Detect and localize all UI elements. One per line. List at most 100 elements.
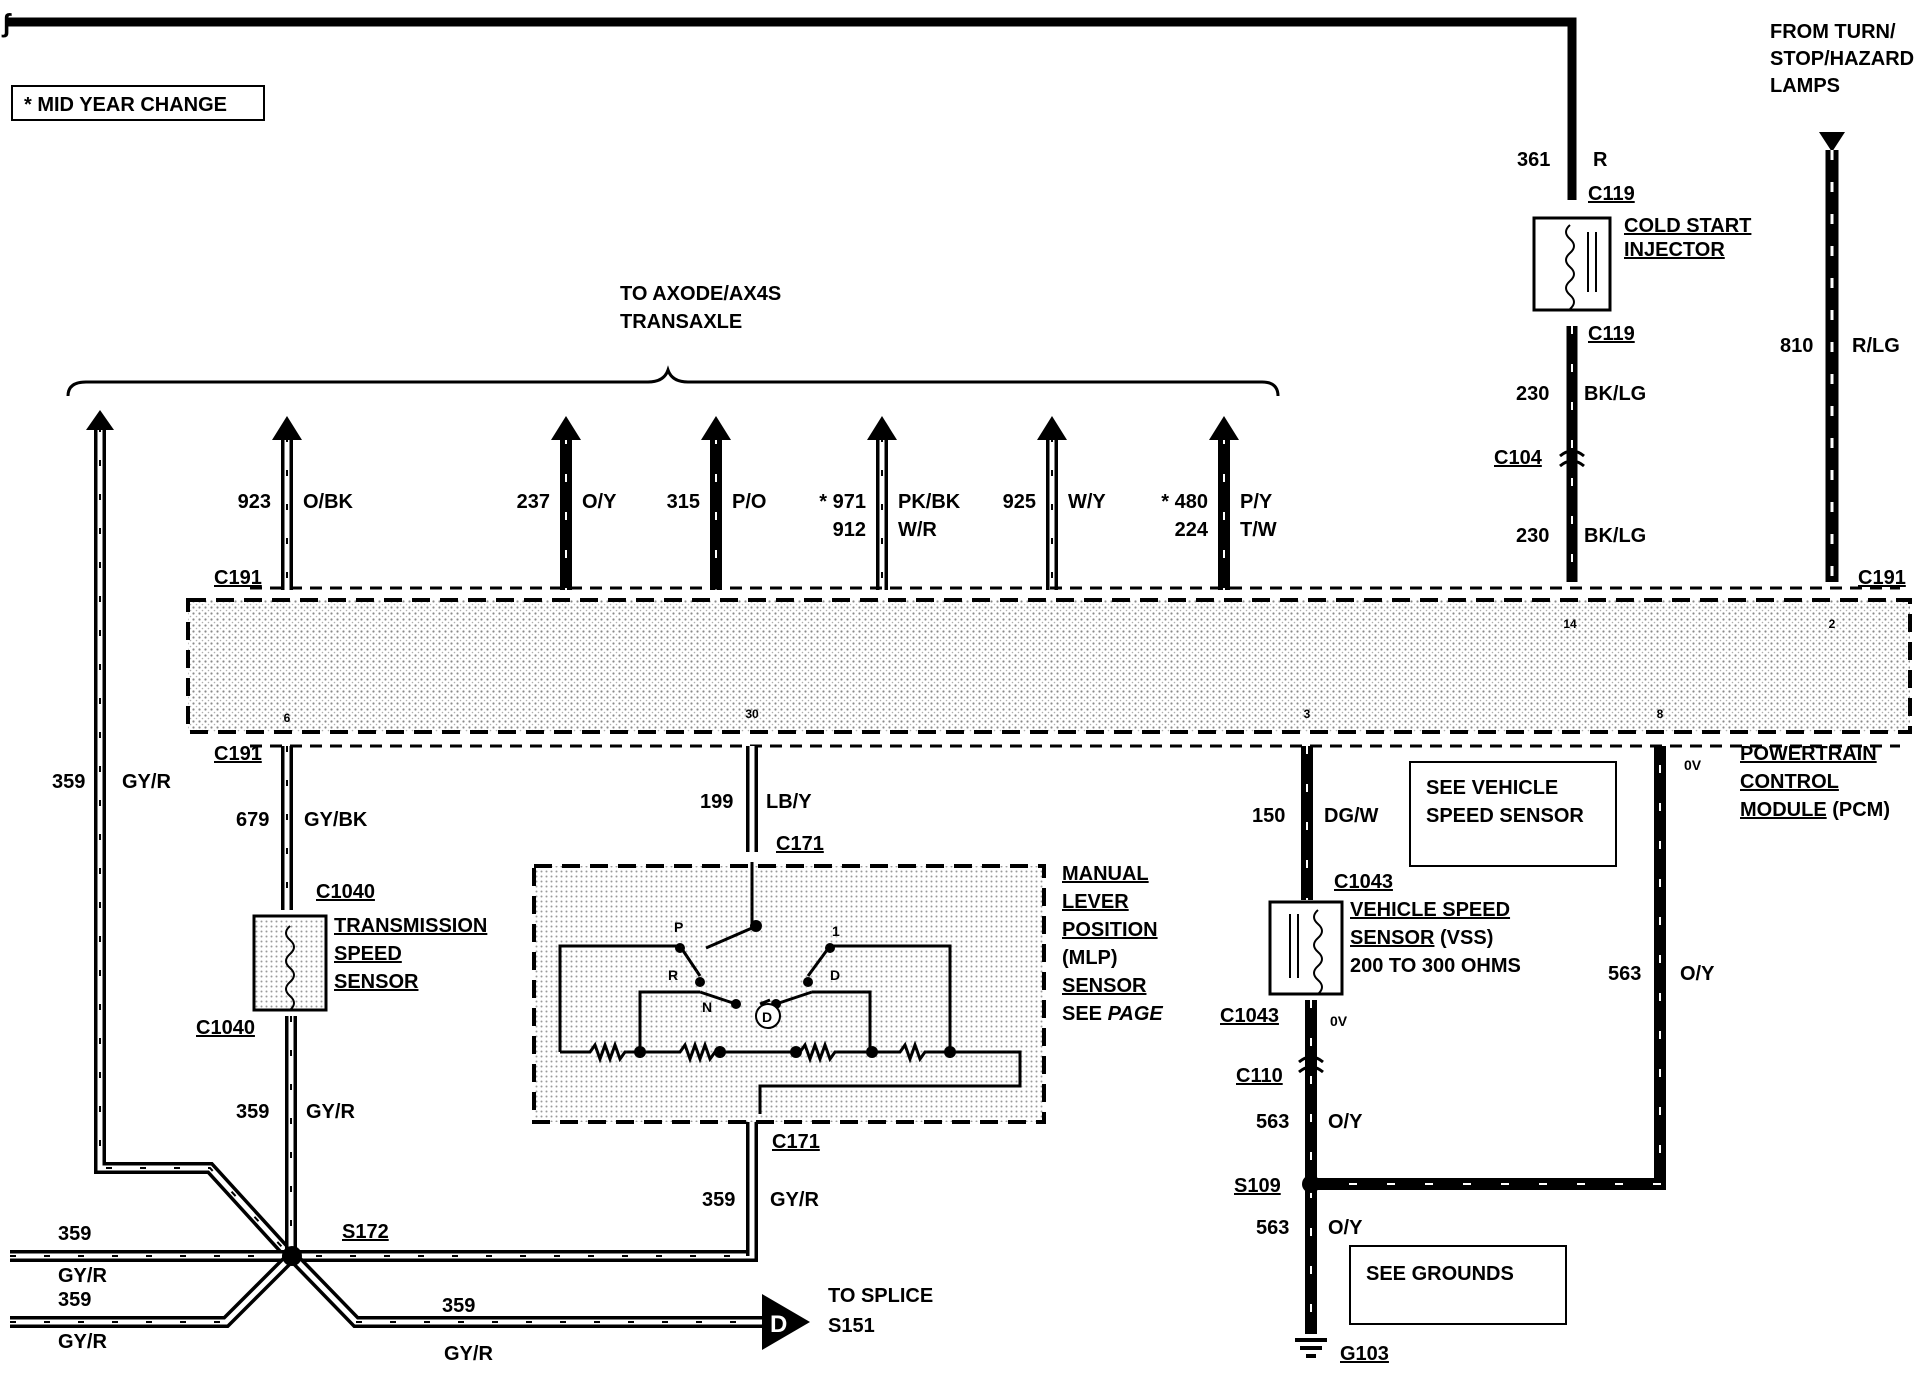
top-wire-color: O/BK [303, 491, 354, 513]
wire-679-color: GY/BK [304, 809, 368, 831]
top-wire-color: W/Y [1068, 491, 1106, 513]
wire-arrow-icon [1037, 416, 1067, 440]
pcm-pin-2: 2 [1829, 617, 1836, 631]
top-wire-color-2: W/R [898, 519, 937, 541]
mlp-node [731, 999, 741, 1009]
connector-c191-bottom-left: C191 [214, 743, 262, 765]
wire-arrow-icon [272, 416, 302, 440]
wire-230b-circuit: 230 [1516, 525, 1549, 547]
cold-start-label-1: COLD START [1624, 215, 1751, 237]
pcm-pin-3: 3 [1304, 707, 1311, 721]
pcm-pin-14: 14 [1563, 617, 1577, 631]
wire-361: ʃ [1, 8, 1577, 200]
mlp-node [675, 943, 685, 953]
connector-c1040-top: C1040 [316, 881, 375, 903]
mlp-position-r: R [668, 967, 678, 983]
top-wire-color: P/Y [1240, 491, 1273, 513]
cold-start-label-2: INJECTOR [1624, 239, 1725, 261]
wire-359-l2-color: GY/R [58, 1331, 107, 1353]
wire-359-tss-color: GY/R [306, 1101, 355, 1123]
wire-150-color: DG/W [1324, 805, 1379, 827]
wire-359-splice-circuit: 359 [442, 1295, 475, 1317]
connector-c171-bottom: C171 [772, 1131, 820, 1153]
from-lamps-label-2: STOP/HAZARD [1770, 48, 1914, 70]
mlp-node-group [634, 920, 956, 1058]
see-vss-label-2: SPEED SENSOR [1426, 805, 1584, 827]
mid-year-change-box [11, 85, 265, 121]
top-wire-circuit: 315 [667, 491, 700, 513]
wire-arrow-icon [867, 416, 897, 440]
connector-c1043-top: C1043 [1334, 871, 1393, 893]
wire-230 [1559, 326, 1585, 582]
connector-c1043-bottom: C1043 [1220, 1005, 1279, 1027]
wire-361-circuit: 361 [1517, 149, 1550, 171]
vss-label-1: VEHICLE SPEED [1350, 899, 1510, 921]
wire-230a-color: BK/LG [1584, 383, 1646, 405]
wire-563a-color: O/Y [1328, 1111, 1363, 1133]
top-wire-circuit-2: 224 [1175, 519, 1209, 541]
wire-359-mlp-circuit: 359 [702, 1189, 735, 1211]
pcm-pin-6: 6 [284, 711, 291, 725]
wire-361-color: R [1593, 149, 1608, 171]
from-lamps-arrow-icon [1819, 132, 1845, 152]
to-splice-arrow-icon [762, 1294, 810, 1350]
wire-230b-color: BK/LG [1584, 525, 1646, 547]
wire-230a-circuit: 230 [1516, 383, 1549, 405]
wire-359-left-circuit: 359 [52, 771, 85, 793]
wire-679-circuit: 679 [236, 809, 269, 831]
from-lamps-label-3: LAMPS [1770, 75, 1840, 97]
wire-359-left-color: GY/R [122, 771, 171, 793]
splice-s109 [1302, 1175, 1320, 1193]
splice-s172-label: S172 [342, 1221, 389, 1243]
wire-563-right-color: O/Y [1680, 963, 1715, 985]
wire-359-splice-color: GY/R [444, 1343, 493, 1365]
cold-start-injector [1532, 216, 1612, 312]
top-wire-circuit: 923 [238, 491, 271, 513]
pcm-module [186, 598, 1912, 734]
mlp-d-circle [755, 1003, 781, 1029]
mlp-label-5: SENSOR [1062, 975, 1147, 997]
top-wire-color: O/Y [582, 491, 617, 513]
top-wire-color-2: T/W [1240, 519, 1277, 541]
mlp-node [866, 1046, 878, 1058]
connector-c191-top-left: C191 [214, 567, 262, 589]
wire-359-mlp-color: GY/R [770, 1189, 819, 1211]
splice-letter: D [770, 1311, 787, 1338]
wire-199-circuit: 199 [700, 791, 733, 813]
mlp-node [803, 977, 813, 987]
mlp-position-d: D [830, 967, 840, 983]
ov-label-1: 0V [1330, 1013, 1348, 1029]
mlp-label-1: MANUAL [1062, 863, 1149, 885]
wire-arrow-icon [1209, 416, 1239, 440]
vss-label-2: SENSOR (VSS) [1350, 927, 1493, 949]
tss-coil-icon [285, 925, 295, 1011]
tss-label-2: SPEED [334, 943, 402, 965]
top-wire-circuit: * 971 [819, 491, 866, 513]
wire-563a-circuit: 563 [1256, 1111, 1289, 1133]
mlp-node [695, 977, 705, 987]
top-wire-circuit: 237 [517, 491, 550, 513]
connector-c191-top-right: C191 [1858, 567, 1906, 589]
vss-coil-icon [1313, 909, 1323, 995]
tss-label-3: SENSOR [334, 971, 419, 993]
wire-199-color: LB/Y [766, 791, 812, 813]
top-wire-circuit: * 480 [1161, 491, 1208, 513]
wire-359-l2-circuit: 359 [58, 1289, 91, 1311]
pcm-label-2: CONTROL [1740, 771, 1839, 793]
mlp-node [790, 1046, 802, 1058]
mlp-label-4: (MLP) [1062, 947, 1118, 969]
see-grounds-box [1349, 1245, 1567, 1325]
ov-label-2: 0V [1684, 757, 1702, 773]
to-splice-label-2: S151 [828, 1315, 875, 1337]
vehicle-speed-sensor [1268, 900, 1344, 996]
connector-c171-top: C171 [776, 833, 824, 855]
mlp-position-1: 1 [832, 923, 840, 939]
wire-563b-color: O/Y [1328, 1217, 1363, 1239]
transaxle-brace [66, 365, 1280, 397]
mlp-node [944, 1046, 956, 1058]
splice-s172 [282, 1246, 302, 1266]
to-transaxle-label-1: TO AXODE/AX4S [620, 283, 781, 305]
transmission-speed-sensor [252, 914, 328, 1012]
